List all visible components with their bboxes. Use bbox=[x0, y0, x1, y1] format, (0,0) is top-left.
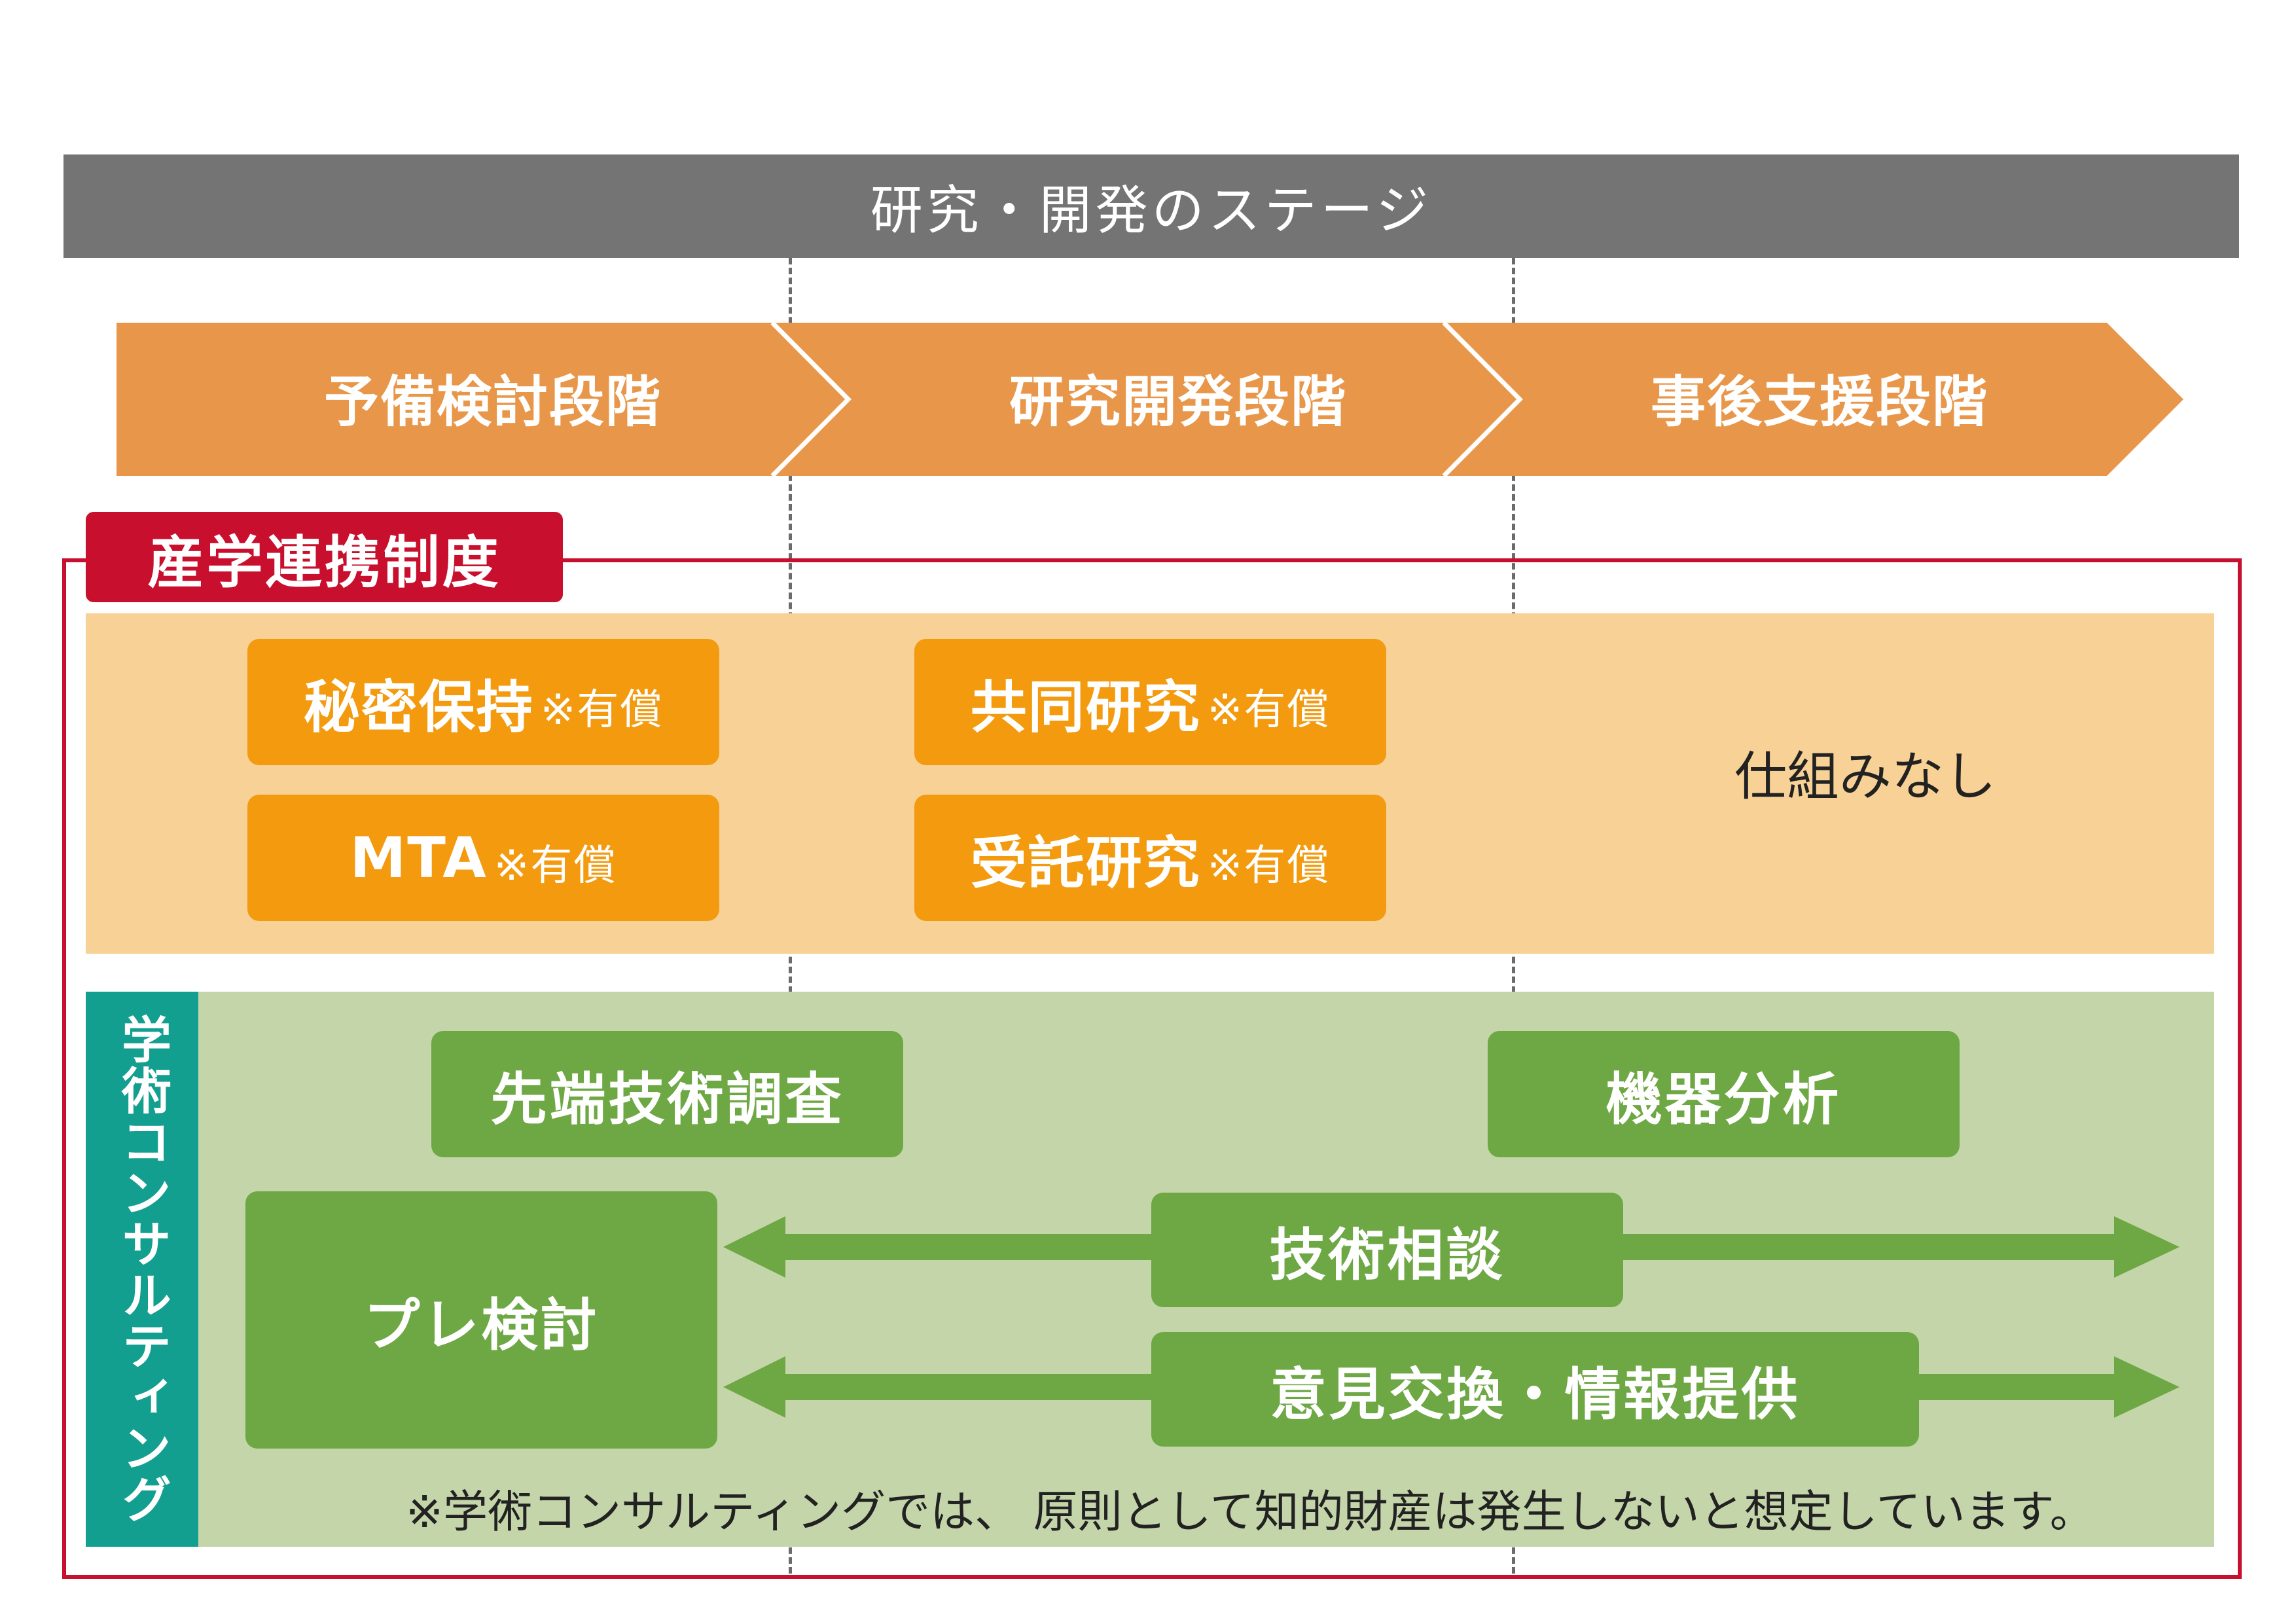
secrecy-note: ※有償 bbox=[540, 685, 664, 734]
pre-study-label: プレ検討 bbox=[363, 1293, 600, 1358]
joint-research-box: 共同研究 ※有償 bbox=[914, 639, 1386, 765]
phase-label-support: 事後支援段階 bbox=[1650, 369, 1988, 434]
joint-research-note: ※有償 bbox=[1207, 685, 1331, 734]
sangaku-title: 産学連携制度 bbox=[147, 530, 501, 596]
advanced-tech-survey-label: 先端技術調査 bbox=[490, 1067, 844, 1132]
phase-arrow-3 bbox=[1444, 323, 2183, 476]
opinion-exchange-box: 意見交換・情報提供 bbox=[1151, 1332, 1919, 1447]
secrecy-label: 秘密保持 bbox=[303, 675, 534, 740]
instrument-analysis-box: 機器分析 bbox=[1488, 1031, 1960, 1157]
phase-label-preliminary: 予備検討段階 bbox=[323, 369, 662, 434]
tech-consultation-box: 技術相談 bbox=[1151, 1193, 1623, 1307]
phase-arrow-2 bbox=[772, 323, 1520, 476]
no-scheme-text: 仕組みなし bbox=[1734, 746, 1996, 807]
consulting-side-label: 学術コンサルティング bbox=[86, 992, 198, 1547]
secrecy-box: 秘密保持 ※有償 bbox=[247, 639, 719, 765]
consulting-title: 学術コンサルティング bbox=[113, 1014, 171, 1525]
phase-arrow-1 bbox=[117, 323, 848, 476]
pre-study-box: プレ検討 bbox=[245, 1191, 717, 1449]
joint-research-label: 共同研究 bbox=[970, 675, 1201, 740]
phase-separator-2 bbox=[1442, 321, 1523, 478]
phase-separator-1 bbox=[770, 321, 852, 478]
sangaku-frame bbox=[62, 558, 2242, 1579]
mta-box: MTA ※有償 bbox=[247, 795, 719, 921]
opinion-exchange-label: 意見交換・情報提供 bbox=[1270, 1362, 1801, 1428]
stage-header: 研究・開発のステージ bbox=[63, 154, 2239, 258]
instrument-analysis-label: 機器分析 bbox=[1605, 1067, 1842, 1132]
advanced-tech-survey-box: 先端技術調査 bbox=[431, 1031, 903, 1157]
contract-research-label: 受託研究 bbox=[970, 831, 1201, 896]
contract-research-box: 受託研究 ※有償 bbox=[914, 795, 1386, 921]
tech-consultation-label: 技術相談 bbox=[1269, 1223, 1505, 1288]
consulting-footnote: ※学術コンサルティングでは、 原則として知的財産は発生しないと想定しています。 bbox=[406, 1486, 2094, 1538]
sangaku-title-tab: 産学連携制度 bbox=[86, 512, 563, 602]
mta-note: ※有償 bbox=[493, 841, 617, 890]
mta-label: MTA bbox=[350, 825, 488, 891]
phase-label-research: 研究開発段階 bbox=[1009, 369, 1347, 434]
contract-research-note: ※有償 bbox=[1207, 841, 1331, 890]
stage-header-title: 研究・開発のステージ bbox=[870, 180, 1433, 241]
